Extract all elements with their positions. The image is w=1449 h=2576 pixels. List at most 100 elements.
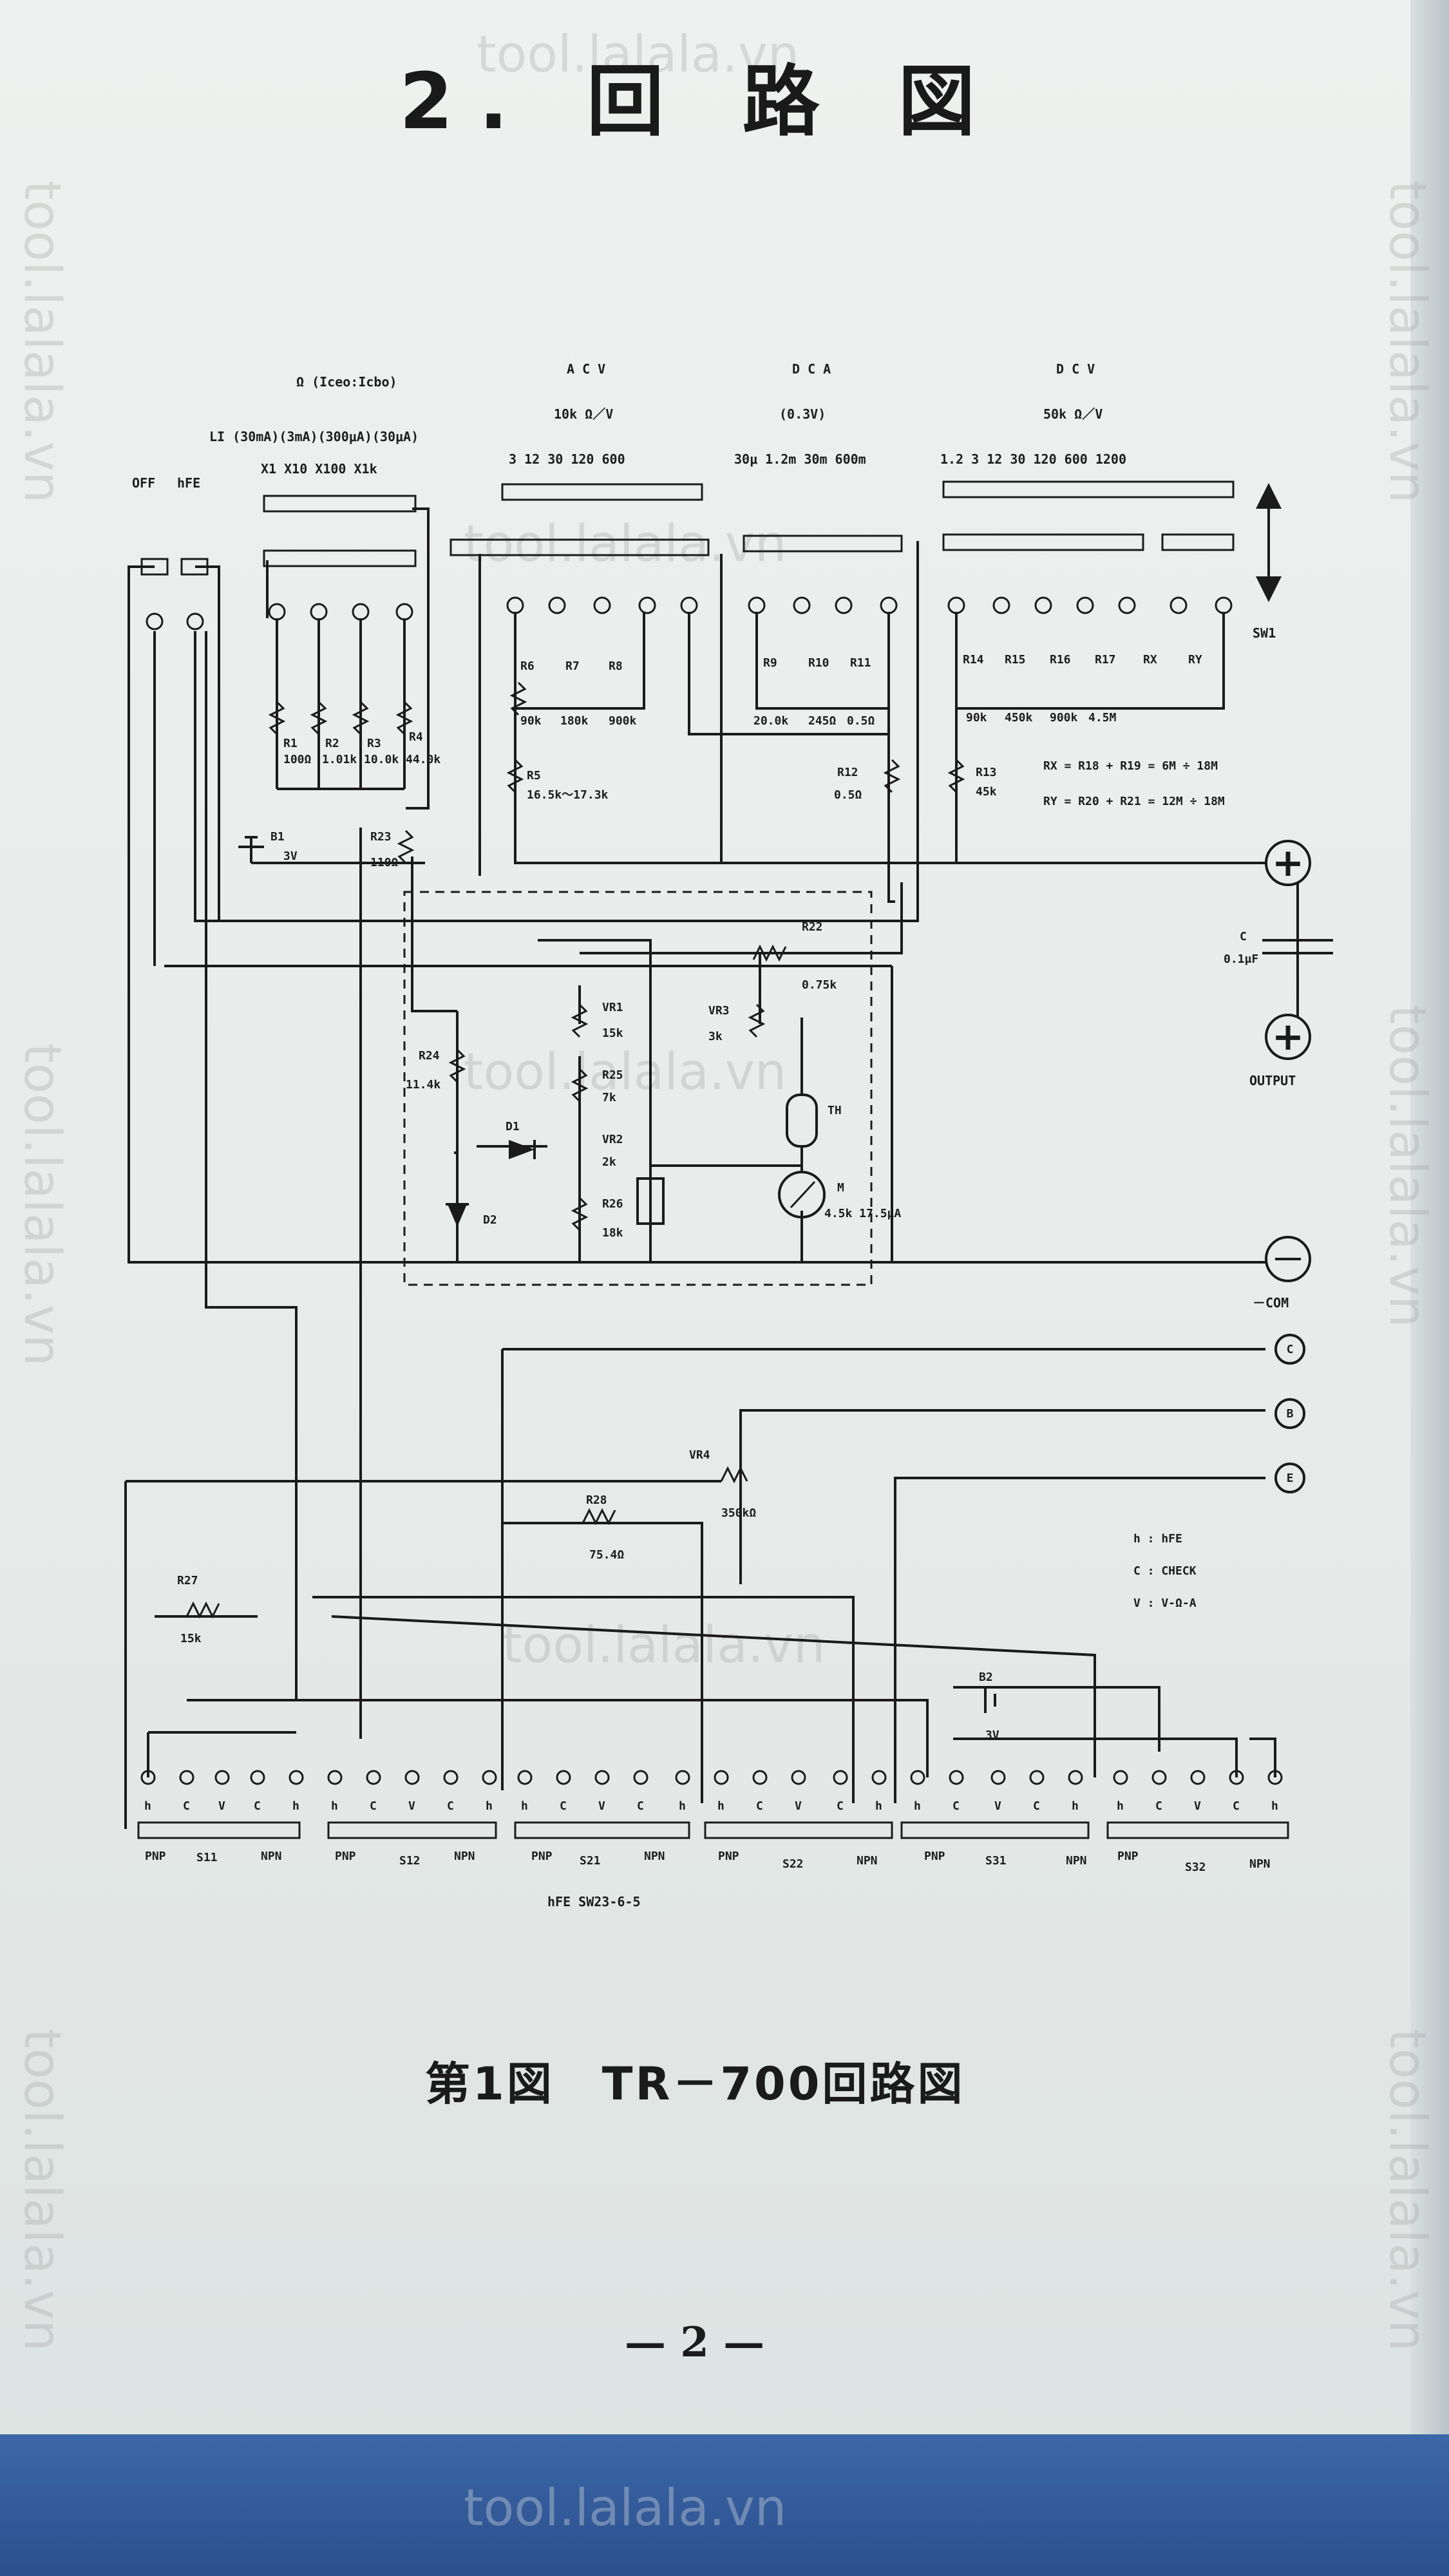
svg-text:R4: R4 (409, 730, 423, 744)
svg-text:R27: R27 (177, 1574, 198, 1587)
svg-text:VR3: VR3 (708, 1004, 730, 1018)
svg-text:C: C (1155, 1799, 1162, 1813)
output-terminal (1265, 1014, 1311, 1060)
svg-text:C: C (1240, 930, 1247, 943)
svg-text:900k: 900k (1050, 711, 1078, 724)
svg-text:45k: 45k (976, 785, 997, 799)
watermark-top: tool.lalala.vn (477, 26, 800, 84)
svg-text:PNP: PNP (718, 1850, 739, 1863)
svg-text:R14: R14 (963, 653, 984, 667)
ry-note: RY = R20 + R21 = 12M ÷ 18M (1043, 795, 1225, 808)
svg-text:RY: RY (1188, 653, 1202, 667)
svg-text:R5: R5 (527, 769, 541, 782)
svg-text:S22: S22 (782, 1857, 804, 1871)
ohm-header: Ω (Iceo:Icbo) (296, 374, 397, 390)
svg-text:TH: TH (828, 1104, 842, 1117)
svg-text:100Ω: 100Ω (283, 753, 312, 766)
meter-symbol (778, 1171, 826, 1218)
svg-text:NPN: NPN (857, 1854, 878, 1868)
svg-text:S11: S11 (196, 1851, 218, 1864)
svg-text:h: h (679, 1799, 686, 1813)
svg-text:R3: R3 (367, 737, 381, 750)
section-heading: 2. 回 路 図 (399, 57, 1001, 147)
svg-text:VR2: VR2 (602, 1133, 623, 1146)
svg-text:90k: 90k (520, 714, 542, 728)
svg-text:10.0k: 10.0k (364, 753, 399, 766)
svg-text:18k: 18k (602, 1226, 623, 1240)
svg-text:PNP: PNP (531, 1850, 553, 1863)
svg-text:0.1μF: 0.1μF (1224, 952, 1258, 966)
svg-text:NPN: NPN (1249, 1857, 1271, 1871)
svg-text:h: h (144, 1799, 151, 1813)
watermark-schematic-2: tool.lalala.vn (464, 1043, 787, 1101)
svg-text:0.5Ω: 0.5Ω (847, 714, 875, 728)
svg-text:3V: 3V (985, 1728, 999, 1742)
dca-ranges: 30μ 1.2m 30m 600m (734, 451, 866, 467)
c-terminal-label: C (1287, 1343, 1294, 1356)
figure-caption: 第1図 TR－700回路図 (425, 2058, 965, 2110)
com-label: －COM (1253, 1295, 1289, 1311)
svg-text:PNP: PNP (1117, 1850, 1139, 1863)
rx-note: RX = R18 + R19 = 6M ÷ 18M (1043, 759, 1218, 773)
thermistor-symbol (786, 1094, 818, 1148)
svg-text:R2: R2 (325, 737, 339, 750)
svg-text:PNP: PNP (335, 1850, 356, 1863)
svg-text:0.75k: 0.75k (802, 978, 837, 992)
legend-c: C : CHECK (1133, 1564, 1197, 1578)
svg-text:h: h (486, 1799, 493, 1813)
svg-text:VR4: VR4 (689, 1448, 710, 1462)
svg-text:NPN: NPN (644, 1850, 665, 1863)
svg-text:15k: 15k (602, 1027, 623, 1040)
svg-text:3V: 3V (283, 849, 298, 863)
svg-text:M: M (837, 1181, 844, 1195)
svg-text:h: h (521, 1799, 528, 1813)
svg-text:R8: R8 (609, 659, 623, 673)
svg-text:R24: R24 (419, 1049, 440, 1063)
svg-text:V: V (795, 1799, 802, 1813)
c-terminal (1274, 1334, 1305, 1365)
svg-text:C: C (1033, 1799, 1040, 1813)
svg-text:V: V (218, 1799, 225, 1813)
svg-text:R1: R1 (283, 737, 298, 750)
watermark-left-top: tool.lalala.vn (13, 180, 71, 504)
svg-text:180k: 180k (560, 714, 589, 728)
sw1-label: SW1 (1253, 625, 1276, 641)
acv-header: A C V (567, 361, 605, 377)
com-terminal (1265, 1236, 1311, 1282)
b-terminal-label: B (1287, 1407, 1294, 1421)
svg-text:R12: R12 (837, 766, 858, 779)
svg-text:C: C (370, 1799, 377, 1813)
resistor-symbols (185, 681, 965, 1619)
svg-text:C: C (254, 1799, 261, 1813)
svg-text:16.5k～17.3k: 16.5k～17.3k (527, 788, 609, 802)
svg-text:R22: R22 (802, 920, 823, 934)
svg-text:C: C (837, 1799, 844, 1813)
svg-text:4.5M: 4.5M (1088, 711, 1117, 724)
svg-text:350kΩ: 350kΩ (721, 1506, 756, 1520)
svg-text:B2: B2 (979, 1671, 993, 1684)
svg-text:C: C (1233, 1799, 1240, 1813)
svg-text:h: h (1117, 1799, 1124, 1813)
svg-text:V: V (1194, 1799, 1201, 1813)
watermark-left-bottom: tool.lalala.vn (13, 2029, 71, 2352)
range-switch-bars (140, 480, 1235, 576)
legend-v: V : V-Ω-A (1133, 1596, 1197, 1610)
page-number: — 2 — (625, 2318, 765, 2367)
svg-text:7k: 7k (602, 1091, 616, 1104)
svg-text:S21: S21 (580, 1854, 601, 1868)
svg-text:S12: S12 (399, 1854, 421, 1868)
battery-b1 (238, 836, 264, 848)
svg-text:3k: 3k (708, 1030, 723, 1043)
svg-text:R9: R9 (763, 656, 777, 670)
svg-text:R6: R6 (520, 659, 535, 673)
svg-text:C: C (183, 1799, 190, 1813)
svg-text:R7: R7 (565, 659, 580, 673)
svg-text:h: h (875, 1799, 882, 1813)
svg-text:245Ω: 245Ω (808, 714, 837, 728)
svg-text:V: V (598, 1799, 605, 1813)
svg-text:PNP: PNP (924, 1850, 945, 1863)
plus-terminal (1265, 840, 1311, 886)
svg-text:NPN: NPN (1066, 1854, 1087, 1868)
protection-block (403, 891, 873, 1286)
